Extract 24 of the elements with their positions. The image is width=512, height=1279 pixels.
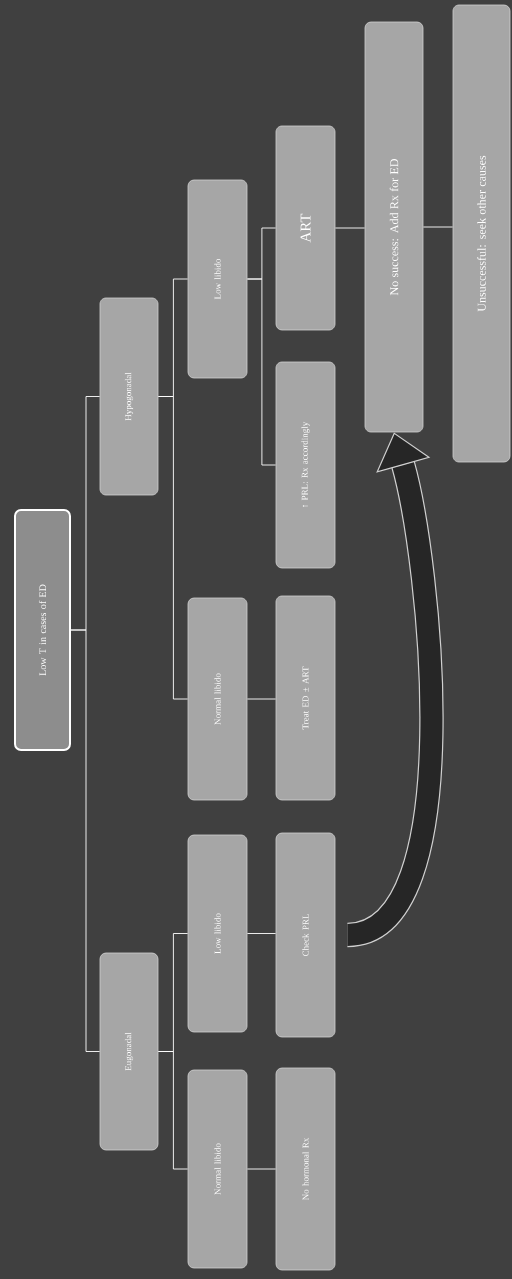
process-box: Low libido (187, 834, 248, 1033)
connector-line (157, 933, 189, 1052)
process-box: Unsuccessful: seek other causes (452, 4, 511, 463)
connector-line (70, 396, 101, 631)
curved-arrow (344, 432, 444, 947)
root-box: Low T in cases of ED (14, 509, 71, 751)
process-box: Normal libido (187, 597, 248, 801)
process-box: Low libido (187, 179, 248, 379)
process-box: No success: Add Rx for ED (364, 21, 424, 433)
process-box: Hypogonadal (99, 297, 159, 496)
process-box: No hormonal Rx (275, 1067, 336, 1271)
process-box: Eugonadal (99, 952, 159, 1151)
connector-line (422, 226, 454, 228)
connector-line (334, 227, 366, 229)
process-box: ART (275, 125, 336, 331)
process-box: Treat ED ± ART (275, 595, 336, 801)
process-box: Check PRL (275, 832, 336, 1038)
connector-line (157, 278, 189, 397)
process-box: ↑ PRL: Rx accordingly (275, 361, 336, 569)
connector-line (246, 227, 277, 280)
process-box: Normal libido (187, 1069, 248, 1269)
connector-line (246, 698, 277, 700)
connector-line (246, 933, 277, 934)
connector-line (246, 1168, 277, 1170)
